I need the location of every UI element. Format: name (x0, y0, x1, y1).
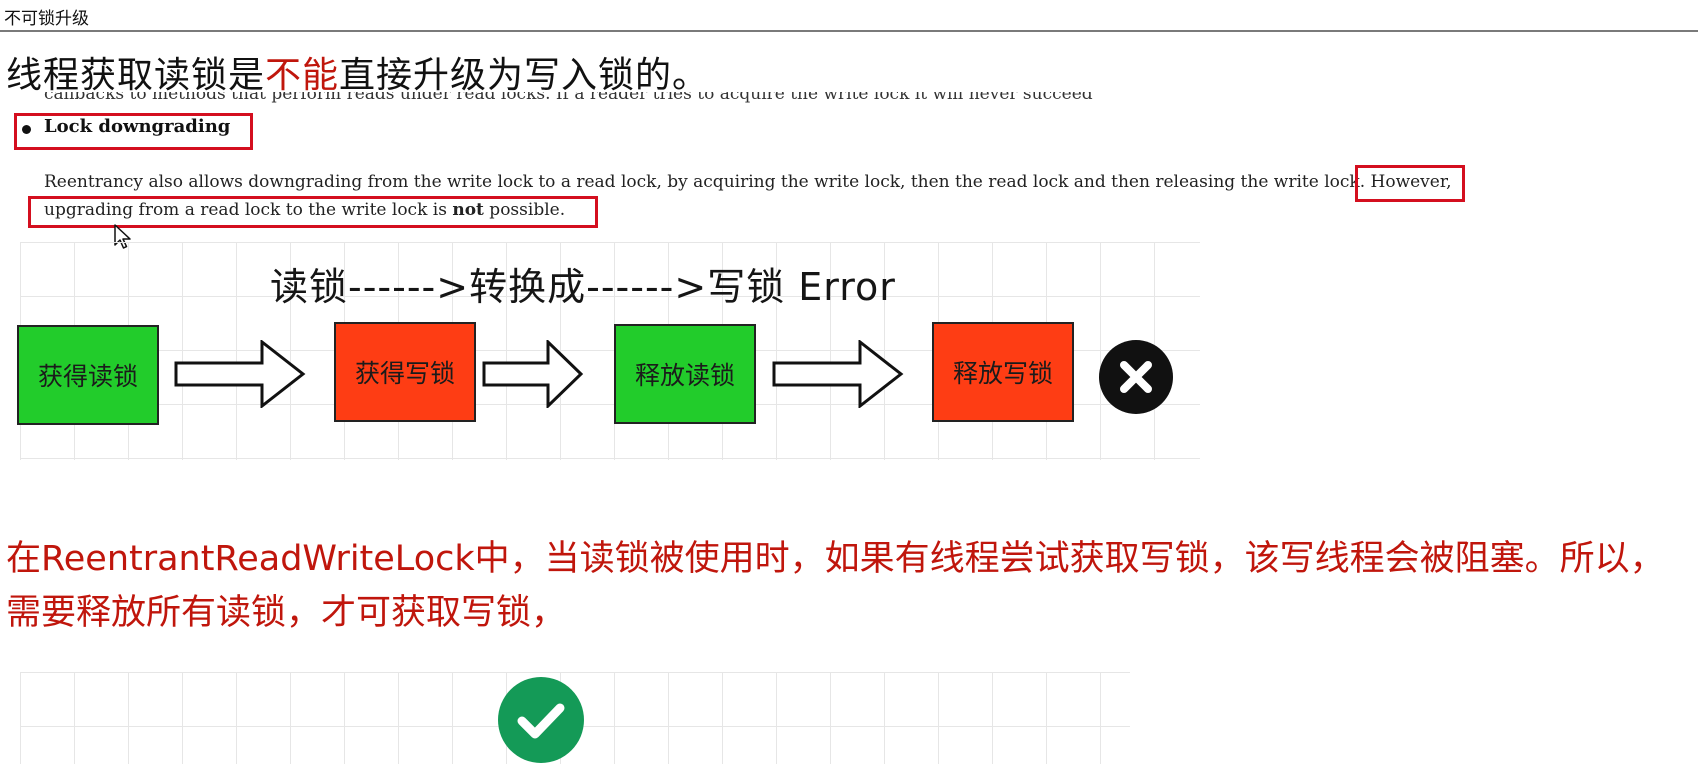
heading-prefix: 线程获取读锁是 (6, 55, 266, 96)
diagram-title: 读锁------>转换成------>写锁 Error (270, 265, 896, 309)
para2-end: possible. (483, 200, 566, 220)
title-bar: 不可锁升级 (0, 0, 1698, 32)
step-acquire-read-lock: 获得读锁 (17, 325, 159, 425)
para2-start: upgrading from a read lock to the write … (44, 200, 453, 220)
arrow-1 (174, 340, 306, 408)
check-circle-icon (498, 677, 584, 763)
window-title: 不可锁升级 (4, 9, 89, 29)
slide-heading: 线程获取读锁是不能直接升级为写入锁的。 (6, 46, 709, 98)
heading-suffix: 直接升级为写入锁的。 (339, 55, 710, 96)
arrow-2 (482, 340, 584, 408)
step-release-read-lock: 释放读锁 (614, 324, 756, 424)
cut-off-doc-text: callbacks to methods that perform reads … (44, 92, 1094, 104)
lock-downgrading-label: Lock downgrading (44, 116, 231, 137)
x-circle-icon (1099, 340, 1173, 414)
highlight-box-upgrading (28, 196, 598, 228)
step-acquire-write-lock: 获得写锁 (334, 322, 476, 422)
doc-paragraph-line-2: upgrading from a read lock to the write … (44, 200, 565, 220)
bullet-dot (22, 125, 31, 134)
highlight-box-lock-downgrading (14, 113, 253, 150)
para2-not: not (452, 200, 484, 220)
step-release-write-lock: 释放写锁 (932, 322, 1074, 422)
conclusion-text: 在ReentrantReadWriteLock中，当读锁被使用时，如果有线程尝试… (6, 539, 1665, 633)
arrow-3 (772, 340, 904, 408)
heading-emphasis: 不能 (265, 55, 340, 96)
highlight-box-however (1355, 165, 1465, 202)
cut-off-doc-line: callbacks to methods that perform reads … (44, 92, 1094, 108)
doc-paragraph-line-1: Reentrancy also allows downgrading from … (44, 172, 1452, 192)
